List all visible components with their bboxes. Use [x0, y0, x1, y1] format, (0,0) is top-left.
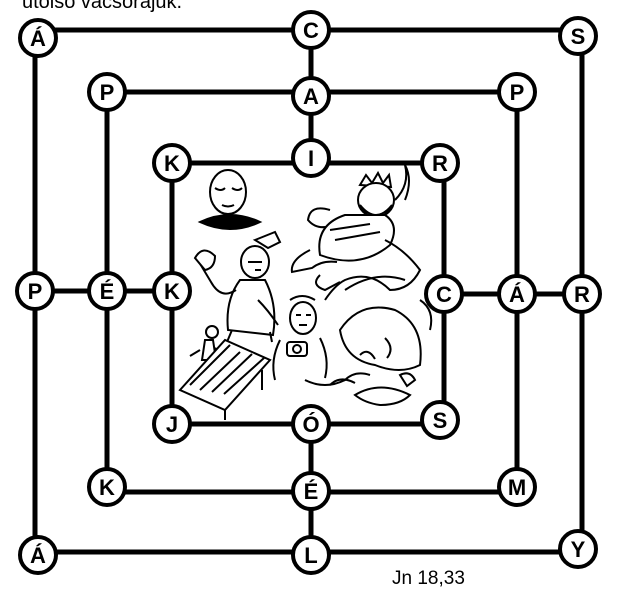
node-letter: M	[508, 475, 526, 500]
node-letter: J	[166, 412, 178, 437]
node-letter: S	[433, 408, 448, 433]
node-letter: K	[164, 279, 180, 304]
node-inner-middle-0: K	[154, 273, 190, 309]
node-letter: Á	[30, 26, 46, 51]
node-outer-middle-1: R	[564, 276, 600, 312]
node-outer-bottom-0: Á	[20, 537, 56, 573]
house-roof-icon	[180, 340, 270, 420]
node-letter: Á	[30, 543, 46, 568]
node-middle-bottom-2: M	[499, 469, 535, 505]
node-letter: K	[164, 151, 180, 176]
node-outer-bottom-2: Y	[560, 531, 596, 567]
node-letter: É	[304, 479, 319, 504]
node-letter: K	[99, 475, 115, 500]
node-outer-top-0: Á	[20, 20, 56, 56]
node-inner-bottom-0: J	[154, 406, 190, 442]
node-letter: Á	[509, 282, 525, 307]
node-letter: Ó	[302, 412, 319, 437]
node-middle-bottom-0: K	[89, 469, 125, 505]
node-letter: C	[303, 18, 319, 43]
node-inner-top-0: K	[154, 145, 190, 181]
node-inner-bottom-1: Ó	[293, 406, 329, 442]
node-outer-top-1: C	[293, 12, 329, 48]
node-letter: R	[432, 151, 448, 176]
node-middle-top-2: P	[499, 74, 535, 110]
node-letter: L	[304, 543, 317, 568]
node-letter: C	[436, 282, 452, 307]
node-letter: R	[574, 282, 590, 307]
rock-figure-icon	[330, 300, 431, 405]
king-figure-icon	[292, 165, 420, 300]
node-letter: I	[308, 146, 314, 171]
node-inner-middle-1: C	[426, 276, 462, 312]
node-letter: Y	[571, 537, 586, 562]
bald-man-icon	[200, 170, 260, 229]
node-middle-middle-1: Á	[499, 276, 535, 312]
node-letter: P	[100, 80, 115, 105]
node-outer-top-2: S	[560, 18, 596, 54]
node-middle-middle-0: É	[89, 273, 125, 309]
node-letter: É	[100, 279, 115, 304]
board-nodes: Á C S P R Á L Y P A P É Á K É M K I R K C J Ó S	[17, 12, 600, 573]
node-inner-top-1: I	[293, 140, 329, 176]
node-letter: P	[28, 279, 43, 304]
node-inner-top-2: R	[422, 145, 458, 181]
node-letter: A	[303, 84, 319, 109]
node-letter: S	[571, 24, 586, 49]
node-outer-bottom-1: L	[293, 537, 329, 573]
node-middle-top-0: P	[89, 74, 125, 110]
node-inner-bottom-2: S	[422, 402, 458, 438]
node-letter: P	[510, 80, 525, 105]
node-middle-top-1: A	[293, 78, 329, 114]
hat-man-icon	[195, 232, 280, 342]
node-outer-middle-0: P	[17, 273, 53, 309]
center-illustration	[180, 165, 431, 420]
node-middle-bottom-1: É	[293, 473, 329, 509]
